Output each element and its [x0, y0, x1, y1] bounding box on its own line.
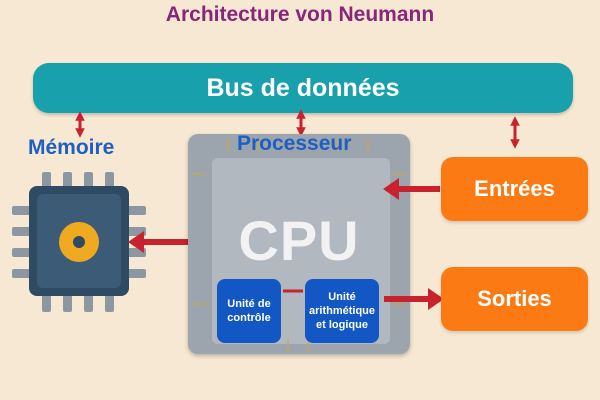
data-bus: Bus de données: [33, 63, 573, 113]
processor-circuit-traces: [192, 138, 406, 352]
control-unit-line1: Unité de: [227, 298, 271, 310]
cpu-label: CPU: [238, 209, 360, 272]
outputs-label: Sorties: [477, 286, 552, 311]
diagram-title: Architecture von Neumann: [165, 3, 435, 26]
alu-line1: Unité: [328, 291, 356, 303]
control-unit-line2: contrôle: [227, 312, 271, 324]
inputs-box: Entrées: [441, 157, 588, 221]
processor-label: Processeur: [237, 132, 352, 155]
memory-label: Mémoire: [28, 136, 115, 159]
inputs-label: Entrées: [474, 176, 555, 201]
memory-chip-icon: [12, 172, 146, 312]
alu-box: Unité arithmétique et logique: [305, 279, 379, 343]
alu-line3: et logique: [316, 319, 368, 331]
data-bus-label: Bus de données: [206, 74, 400, 102]
control-unit-box: Unité de contrôle: [217, 279, 281, 343]
outputs-box: Sorties: [441, 267, 588, 331]
alu-line2: arithmétique: [308, 305, 375, 317]
